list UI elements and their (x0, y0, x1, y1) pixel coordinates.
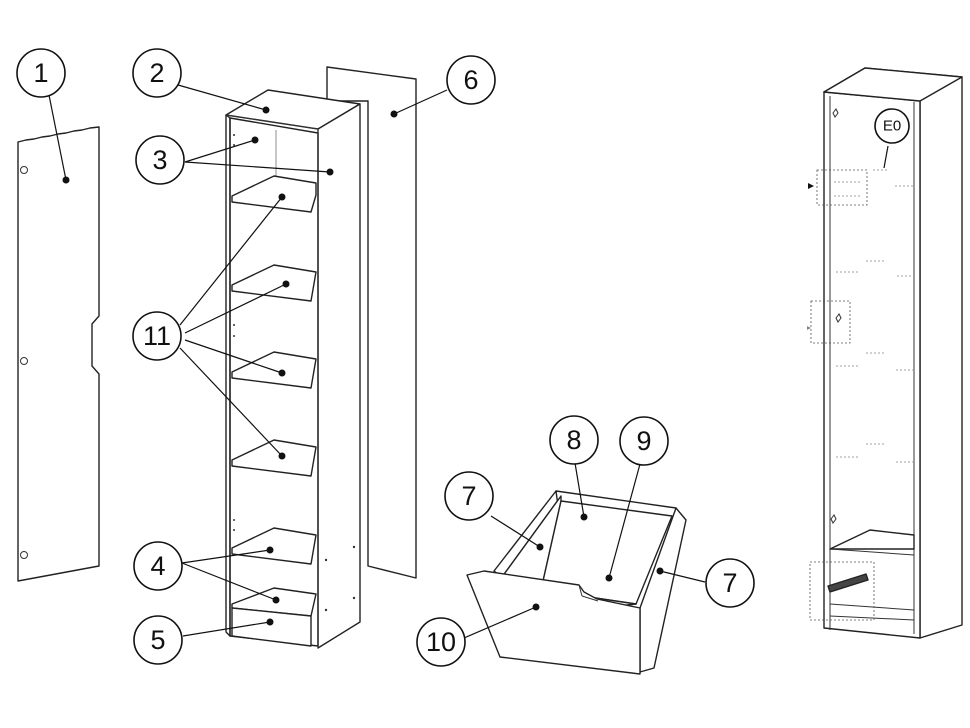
callout-1: 1 (16, 48, 66, 98)
callout-label: 3 (152, 145, 167, 175)
callout-e0: E0 (874, 108, 910, 144)
fastener-markers (834, 169, 913, 463)
callout-label: 6 (463, 65, 478, 95)
callout-2: 2 (132, 48, 182, 98)
callout-label: 10 (426, 627, 456, 657)
callout-11: 11 (132, 311, 182, 361)
callout-3: 3 (135, 135, 185, 185)
callout-7-left: 7 (444, 471, 494, 521)
callout-9: 9 (619, 416, 669, 466)
callout-label: 8 (566, 425, 581, 455)
callout-label: 5 (150, 625, 165, 655)
detail-box-runner (809, 561, 875, 621)
callout-10: 10 (416, 617, 466, 667)
detail-box-middle (810, 300, 851, 344)
callout-label: 4 (150, 551, 165, 581)
callout-label: 2 (149, 58, 164, 88)
callout-4: 4 (133, 541, 183, 591)
callout-label: 11 (143, 321, 171, 351)
callout-8: 8 (549, 415, 599, 465)
callout-5: 5 (133, 615, 183, 665)
drawer (466, 490, 687, 675)
callout-label: 7 (722, 568, 737, 598)
fitting-callout-label: E0 (883, 118, 901, 135)
door-panel (17, 126, 100, 582)
callout-7-right: 7 (705, 558, 755, 608)
cabinet-carcass (225, 89, 361, 649)
callout-label: 7 (461, 481, 476, 511)
callout-label: 1 (33, 58, 48, 88)
callout-label: 9 (636, 426, 651, 456)
pin-holes (233, 134, 356, 612)
detail-box-top (816, 169, 868, 206)
callout-6: 6 (446, 55, 496, 105)
leader-lines (47, 84, 889, 639)
assembled-cabinet (807, 67, 963, 639)
